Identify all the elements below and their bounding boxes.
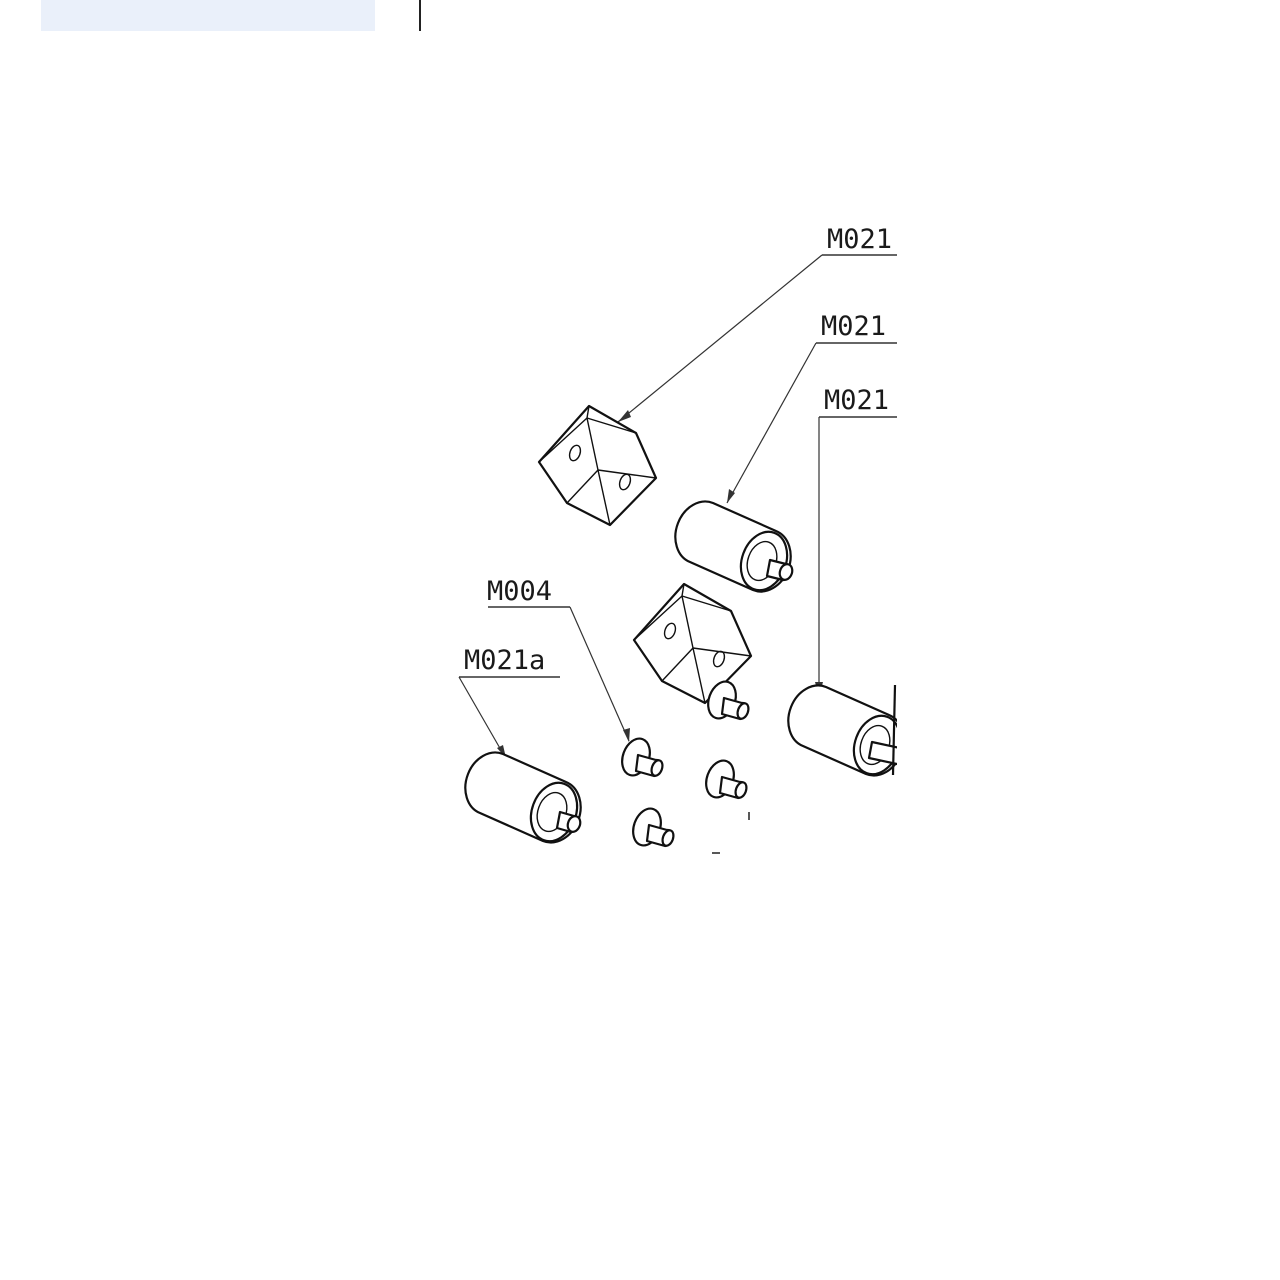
cylinder-mount-right [787,684,897,777]
cylinder-mount-lower [464,751,582,844]
screw-2 [707,680,750,721]
top-panel [41,0,375,31]
screw-4 [632,807,675,848]
callout-label-4: M004 [487,576,552,607]
bracket-block-upper [537,404,658,527]
top-divider [419,0,421,31]
leader-c3 [815,416,897,696]
callout-label-3: M021 [824,385,889,416]
callout-label-5: M021a [464,645,545,676]
leader-c2 [726,342,897,504]
cylinder-mount-upper [674,500,794,593]
callout-label-2: M021 [821,311,886,342]
leader-c1 [617,254,897,423]
leader-c5 [458,676,560,758]
bracket-block-lower [632,582,753,705]
leader-c4 [488,606,630,742]
screw-3 [705,759,748,800]
screw-1 [621,737,664,778]
callout-label-1: M021 [827,224,892,255]
